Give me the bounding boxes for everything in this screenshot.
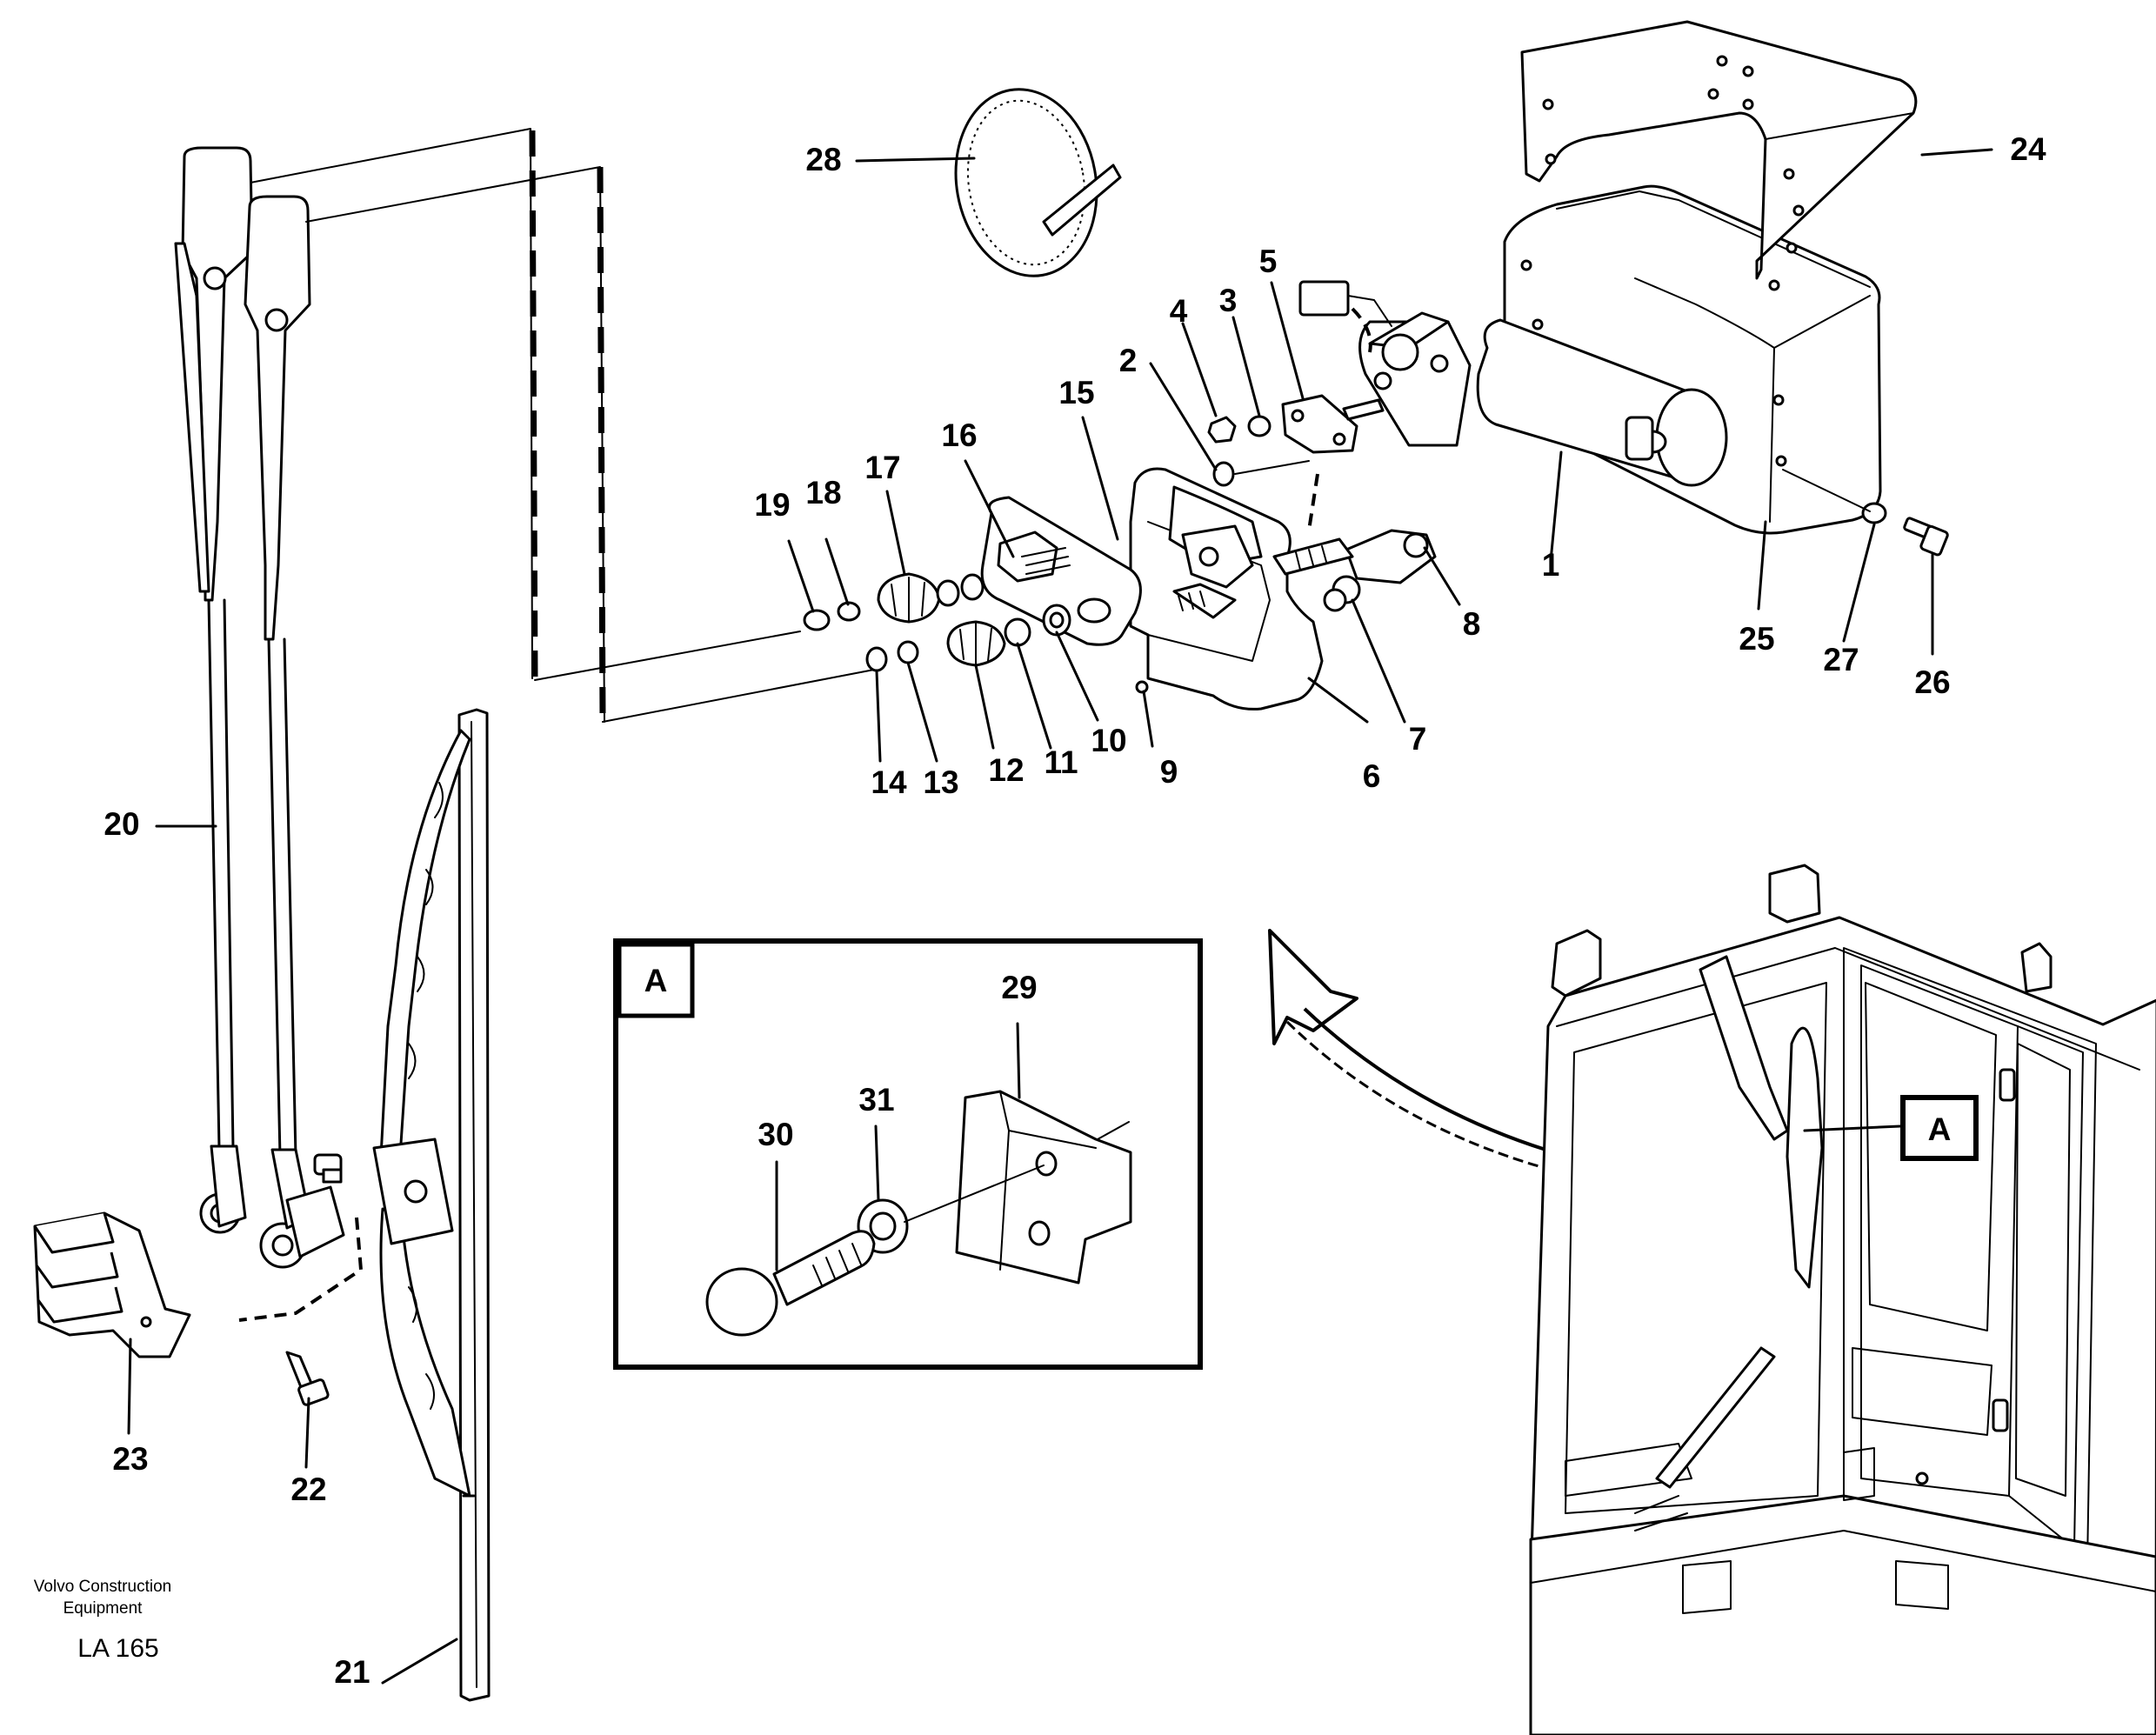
wiper-arm-assembly <box>174 146 345 1269</box>
callout-31: 31 <box>858 1082 894 1118</box>
callout-20: 20 <box>103 806 139 842</box>
callout-24: 24 <box>2010 131 2046 167</box>
detail-tag-a: A <box>644 963 668 998</box>
bracket-part-24 <box>1520 20 1918 291</box>
callout-17: 17 <box>864 450 900 485</box>
callout-9: 9 <box>1160 754 1178 790</box>
leader-lines <box>127 148 1993 1685</box>
linkage-part-15-16 <box>980 496 1142 646</box>
callout-22: 22 <box>290 1471 326 1507</box>
callout-6: 6 <box>1363 758 1381 794</box>
callout-7: 7 <box>1409 721 1427 757</box>
linkage-part-7-8 <box>1135 529 1437 694</box>
bolt-part-26-washer-27 <box>1782 469 1949 557</box>
callout-25: 25 <box>1739 621 1774 657</box>
callout-18: 18 <box>805 475 841 510</box>
screw-part-22 <box>285 1351 330 1406</box>
mounting-plate-part-6 <box>1129 467 1324 711</box>
callout-21: 21 <box>334 1654 370 1690</box>
callout-12: 12 <box>988 752 1024 788</box>
callout-27: 27 <box>1823 642 1859 677</box>
nuts-washers <box>803 572 1071 672</box>
cab-tag-a: A <box>1928 1111 1952 1147</box>
callout-2: 2 <box>1119 343 1138 378</box>
callout-16: 16 <box>941 417 977 453</box>
callout-26: 26 <box>1914 664 1950 700</box>
callout-13: 13 <box>923 764 958 800</box>
callout-1: 1 <box>1542 547 1560 583</box>
small-parts-2-3-4-5 <box>1207 394 1385 531</box>
callout-15: 15 <box>1058 375 1094 410</box>
callout-19: 19 <box>754 487 790 523</box>
bracket-part-23 <box>33 1211 191 1358</box>
alignment-lines <box>238 128 875 1322</box>
footer: Volvo Construction Equipment LA 165 <box>34 1578 171 1663</box>
callout-4: 4 <box>1170 293 1188 329</box>
brand-line-1: Volvo Construction <box>34 1578 171 1596</box>
callout-28: 28 <box>805 142 841 177</box>
callout-30: 30 <box>758 1117 793 1152</box>
detail-view-a <box>613 938 1203 1370</box>
callout-5: 5 <box>1259 244 1278 279</box>
drawing-code: LA 165 <box>77 1634 158 1663</box>
callout-23: 23 <box>112 1441 148 1477</box>
callout-8: 8 <box>1463 606 1481 642</box>
callout-14: 14 <box>871 764 907 800</box>
callout-labels: 1 2 3 4 5 6 7 8 9 10 11 12 13 14 15 16 1… <box>103 131 2046 1690</box>
brand-line-2: Equipment <box>63 1599 144 1618</box>
callout-10: 10 <box>1091 723 1126 758</box>
wiper-blade <box>372 708 491 1702</box>
wiper-motor-part-1 <box>1298 280 1728 487</box>
callout-11: 11 <box>1044 744 1078 780</box>
cab-view <box>1529 864 2156 1735</box>
clamp-part-28 <box>954 88 1122 277</box>
callout-29: 29 <box>1001 970 1037 1005</box>
callout-3: 3 <box>1219 283 1238 318</box>
